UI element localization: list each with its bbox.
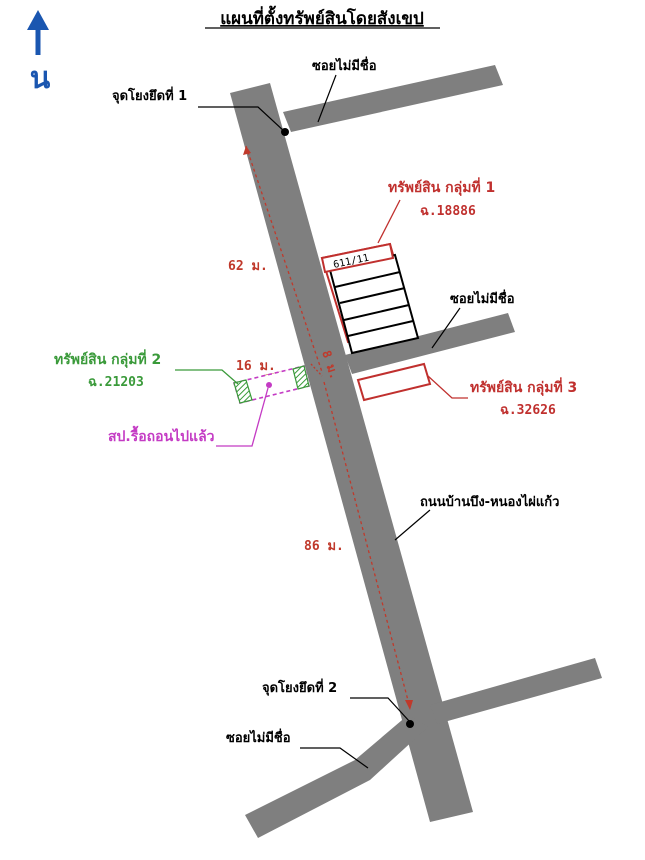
soi-mid-label: ซอยไม่มีชื่อ <box>450 289 515 307</box>
distance-line-86 <box>323 381 413 710</box>
demolished-note-leader <box>216 387 269 447</box>
asset-group-2-plot <box>232 365 310 404</box>
distance-line-8 <box>310 363 323 377</box>
soi-mid-leader <box>431 307 461 349</box>
asset-group-3-plot <box>356 362 432 402</box>
asset-group-3-title: ทรัพย์สิน กลุ่มที่ 3 <box>470 377 577 396</box>
asset-group-2-deed: ฉ.21203 <box>88 375 144 390</box>
asset-group-1-deed: ฉ.18886 <box>420 204 476 219</box>
reference-point-2-label: จุดโยงยึดที่ 2 <box>262 678 337 696</box>
asset-group-2-leader <box>175 369 239 385</box>
reference-point-2-leader <box>350 697 411 723</box>
asset-group-3-deed: ฉ.32626 <box>500 403 556 418</box>
north-arrow-icon <box>27 10 49 55</box>
soi-bottom-label: ซอยไม่มีชื่อ <box>226 728 291 746</box>
asset-group-1-title: ทรัพย์สิน กลุ่มที่ 1 <box>388 177 495 196</box>
soi-top-leader <box>317 74 337 123</box>
north-letter: น <box>30 61 51 96</box>
soi-bottom-road <box>245 715 428 838</box>
reference-point-1-leader <box>198 106 286 133</box>
asset-group-2-title: ทรัพย์สิน กลุ่มที่ 2 <box>54 349 161 368</box>
asset-group-1-plot <box>320 242 420 355</box>
soi-top-label: ซอยไม่มีชื่อ <box>312 56 377 74</box>
asset-group-3-leader <box>427 375 468 399</box>
distance-62-label: 62 ม. <box>228 259 268 274</box>
reference-point-1-label: จุดโยงยึดที่ 1 <box>112 86 187 104</box>
demolished-note: สป.รื้อถอนไปแล้ว <box>108 425 215 445</box>
soi-bottom-leader <box>300 747 369 769</box>
main-road-label: ถนนบ้านบึง-หนองไผ่แก้ว <box>420 493 559 510</box>
main-road <box>230 83 473 822</box>
distance-16-label: 16 ม. <box>236 359 276 374</box>
soi-right-bottom-road <box>430 658 602 724</box>
distance-line-62 <box>243 145 323 373</box>
map-title: แผนที่ตั้งทรัพย์สินโดยสังเขป <box>220 5 424 29</box>
road-network <box>230 65 602 838</box>
main-road-leader <box>394 509 431 541</box>
soi-top-road <box>283 65 503 132</box>
asset-group-1-leader <box>377 199 401 244</box>
soi-mid-road <box>345 313 515 374</box>
reference-point-2-marker <box>406 720 414 728</box>
distance-86-label: 86 ม. <box>304 539 344 554</box>
